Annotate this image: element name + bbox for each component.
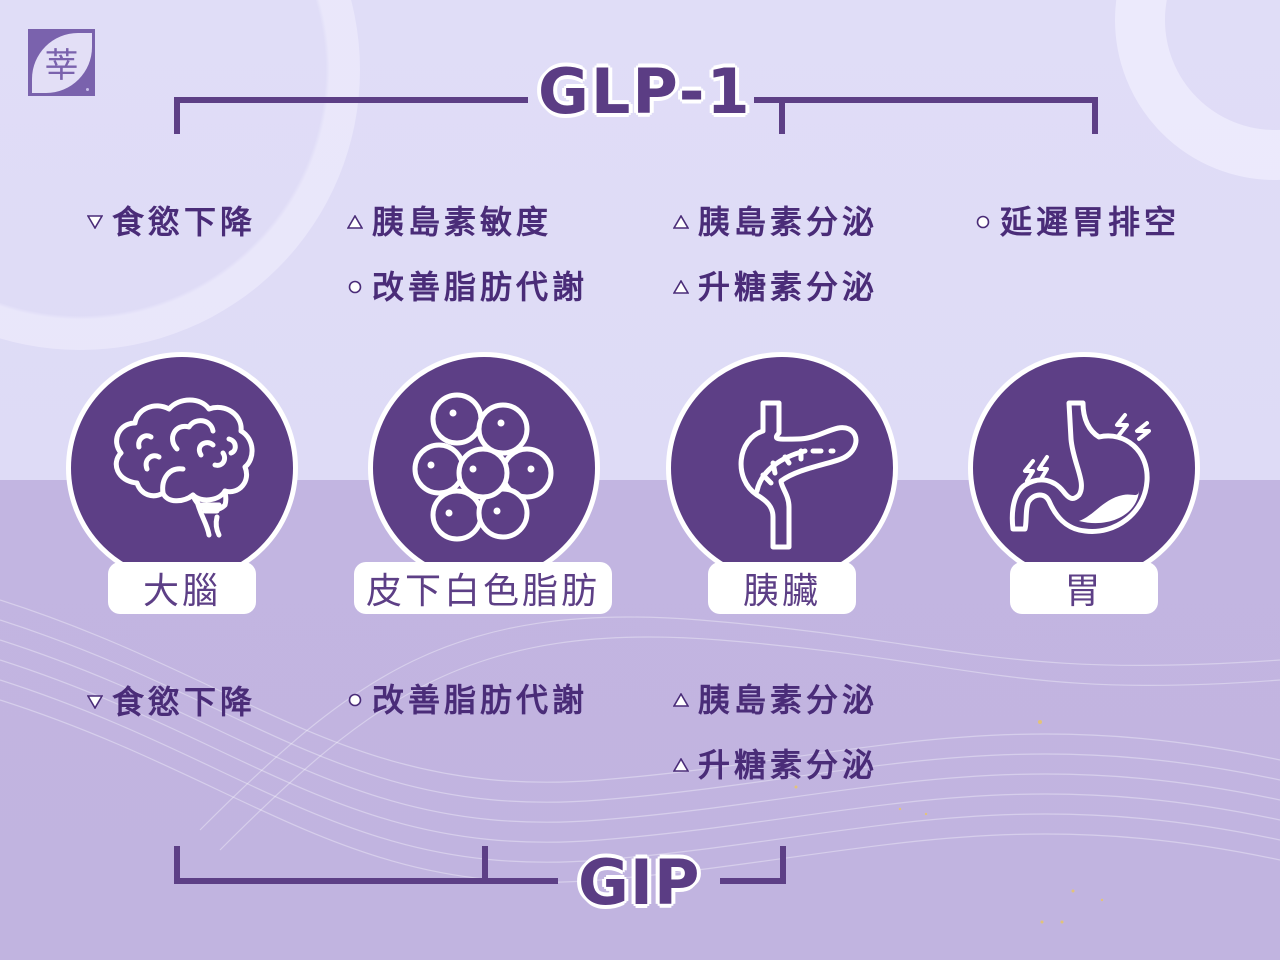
down-triangle-icon xyxy=(84,695,106,709)
up-triangle-icon xyxy=(344,215,366,229)
gip-title: GIP xyxy=(578,846,701,919)
brain-icon-badge xyxy=(66,352,298,584)
glp1-effect-pancreas-1: 胰島素分泌 xyxy=(670,202,878,242)
up-triangle-icon xyxy=(670,215,692,229)
up-triangle-icon xyxy=(670,693,692,707)
effect-text: 食慾下降 xyxy=(112,683,257,721)
effect-text: 胰島素分泌 xyxy=(698,681,879,719)
gip-bracket-tick xyxy=(482,846,488,884)
pancreas-icon-badge xyxy=(666,352,898,584)
stomach-icon-badge xyxy=(968,352,1200,584)
glp1-title: GLP-1 xyxy=(538,55,752,128)
effect-text: 胰島素敏度 xyxy=(372,203,553,241)
organ-label-stomach: 胃 xyxy=(1010,562,1158,614)
gip-effect-fat-1: 改善脂肪代謝 xyxy=(344,680,588,720)
effect-text: 食慾下降 xyxy=(112,203,257,241)
logo-character: 莘 xyxy=(31,32,92,93)
glp1-bracket-right xyxy=(754,97,1098,134)
organ-pancreas: 胰臟 xyxy=(666,352,898,622)
down-triangle-icon xyxy=(84,215,106,229)
effect-text: 改善脂肪代謝 xyxy=(372,681,589,719)
glp1-effect-stomach-1: 延遲胃排空 xyxy=(972,202,1180,242)
glp1-effect-pancreas-2: 升糖素分泌 xyxy=(670,267,878,307)
glp1-effect-fat-1: 胰島素敏度 xyxy=(344,202,552,242)
effect-text: 升糖素分泌 xyxy=(698,746,879,784)
brain-icon xyxy=(113,397,255,538)
effect-text: 延遲胃排空 xyxy=(1000,203,1181,241)
logo-registered-mark xyxy=(86,88,89,91)
effect-text: 升糖素分泌 xyxy=(698,268,879,306)
gip-bracket-right xyxy=(720,846,786,884)
organ-label-pancreas: 胰臟 xyxy=(708,562,856,614)
glp1-bracket-left xyxy=(174,97,528,134)
up-triangle-icon xyxy=(670,280,692,294)
gip-effect-pancreas-1: 胰島素分泌 xyxy=(670,680,878,720)
organ-fat: 皮下白色脂肪 xyxy=(354,352,612,622)
gip-effect-brain-1: 食慾下降 xyxy=(84,682,256,722)
fat-cells-icon-badge xyxy=(368,352,600,584)
effect-text: 胰島素分泌 xyxy=(698,203,879,241)
organ-stomach: 胃 xyxy=(968,352,1200,622)
decorative-ring-right xyxy=(1115,0,1280,180)
organ-label-brain: 大腦 xyxy=(108,562,256,614)
organ-label-fat: 皮下白色脂肪 xyxy=(354,562,612,614)
circle-icon xyxy=(972,215,994,229)
fat-cells-icon xyxy=(412,392,554,542)
organ-brain: 大腦 xyxy=(66,352,298,622)
effect-text: 改善脂肪代謝 xyxy=(372,268,589,306)
up-triangle-icon xyxy=(670,758,692,772)
wave-lines-decoration xyxy=(0,599,1280,924)
gip-effect-pancreas-2: 升糖素分泌 xyxy=(670,745,878,785)
circle-icon xyxy=(344,693,366,707)
glp1-bracket-tick xyxy=(779,97,785,134)
gip-bracket-left xyxy=(174,846,558,884)
stomach-icon xyxy=(1009,400,1151,534)
glp1-effect-fat-2: 改善脂肪代謝 xyxy=(344,267,588,307)
glp1-effect-brain-1: 食慾下降 xyxy=(84,202,256,242)
circle-icon xyxy=(344,280,366,294)
pancreas-icon xyxy=(738,400,859,550)
brand-logo: 莘 xyxy=(28,29,95,96)
